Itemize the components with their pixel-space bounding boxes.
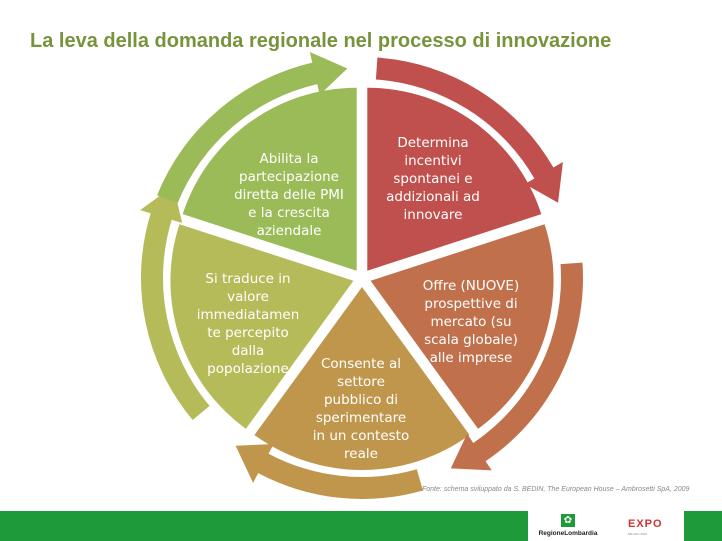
- segment-label-red: Determina incentivi spontanei e addizion…: [386, 135, 480, 223]
- cycle-arrow-tan: [235, 443, 423, 499]
- expo-subtitle: MILANO 2015: [628, 532, 648, 536]
- cycle-arrow-olive: [140, 185, 210, 421]
- segment-label-tan: Consente al settore pubblico di sperimen…: [312, 356, 410, 462]
- segment-orange: [370, 224, 554, 429]
- cycle-arrow-green: [157, 51, 348, 204]
- segment-label-olive: Si traduce in valore immediatamen te per…: [196, 271, 300, 377]
- segment-red: [367, 87, 542, 271]
- regione-lombardia-mark-icon: ✿: [561, 514, 575, 527]
- innovation-cycle-diagram: [140, 51, 583, 499]
- footer-bar: [0, 511, 528, 541]
- cycle-arrow-red: [375, 57, 563, 203]
- segment-green: [182, 87, 357, 271]
- segment-label-green: Abilita la partecipazione diretta delle …: [234, 151, 344, 239]
- segment-tan: [254, 287, 470, 470]
- segment-label-orange: Offre (NUOVE) prospettive di mercato (su…: [422, 278, 520, 366]
- regione-lombardia-text: RegioneLombardia: [538, 530, 598, 537]
- footer-bar-right: [684, 511, 722, 541]
- regione-lombardia-logo: ✿ RegioneLombardia: [538, 510, 598, 537]
- cycle-arrow-orange: [450, 262, 583, 471]
- segment-olive: [170, 224, 354, 429]
- expo-logo: EXPO: [628, 518, 663, 530]
- source-note: Fonte: schema sviluppato da S. BEDIN, Th…: [422, 486, 690, 493]
- slide-title: La leva della domanda regionale nel proc…: [30, 30, 612, 52]
